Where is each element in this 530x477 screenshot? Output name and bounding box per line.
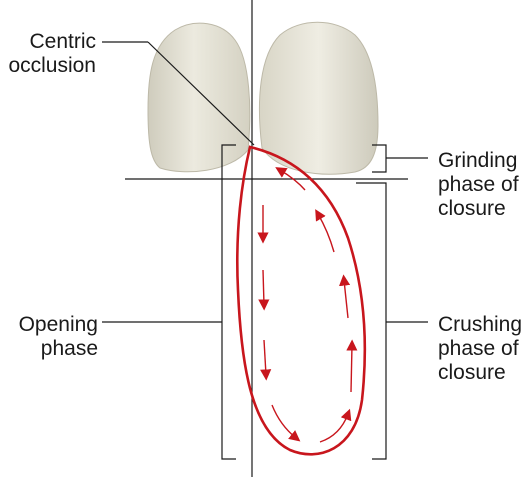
arrow-closing-3 <box>339 274 351 319</box>
opening-phase-bracket <box>221 144 236 460</box>
crushing-phase-bracket <box>356 182 387 460</box>
right-tooth <box>258 21 379 175</box>
crushing-phase-line-3: closure <box>438 361 506 384</box>
arrow-closing-5 <box>275 167 306 191</box>
crushing-phase-label: Crushing phase of closure <box>438 313 528 385</box>
centric-occlusion-label: Centric occlusion <box>6 30 96 78</box>
opening-phase-label: Opening phase <box>6 313 98 361</box>
left-tooth <box>147 22 251 173</box>
arrow-opening-4 <box>271 404 301 442</box>
arrow-opening-3 <box>260 339 272 381</box>
grinding-phase-label: Grinding phase of closure <box>438 149 528 221</box>
centric-occlusion-pointer <box>147 41 255 146</box>
arrow-closing-2 <box>346 339 358 393</box>
crushing-phase-line-2: phase of <box>438 337 519 360</box>
chewing-cycle-path <box>235 145 367 456</box>
opening-phase-line-1: Opening <box>18 313 98 336</box>
grinding-phase-line-3: closure <box>438 197 506 220</box>
arrow-opening-2 <box>258 269 270 311</box>
arrow-closing-4 <box>315 209 335 253</box>
grinding-phase-line-1: Grinding <box>438 149 518 172</box>
opening-phase-line-2: phase <box>40 337 98 360</box>
crushing-phase-line-1: Crushing <box>438 313 523 336</box>
arrow-closing-1 <box>319 408 352 443</box>
grinding-phase-line-2: phase of <box>438 173 519 196</box>
centric-occlusion-line-1: Centric <box>29 30 96 53</box>
centric-occlusion-line-2: occlusion <box>8 54 96 77</box>
